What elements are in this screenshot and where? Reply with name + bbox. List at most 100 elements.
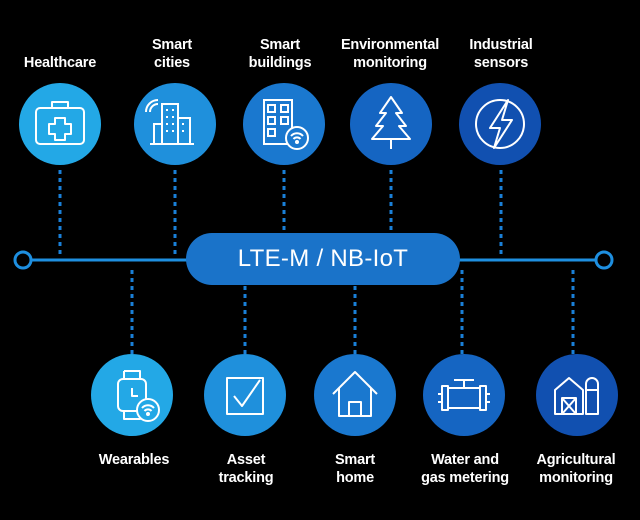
connector-dot (389, 178, 393, 182)
connector-dot (282, 210, 286, 214)
connector-dot (460, 286, 464, 290)
node-circle (350, 83, 432, 165)
label-agricultural-monitoring: Agricultural monitoring (516, 451, 636, 487)
connector-dot (282, 226, 286, 230)
connector-dot (571, 342, 575, 346)
label-line: gas metering (421, 470, 509, 486)
connector-dot (499, 178, 503, 182)
connector-dot (499, 186, 503, 190)
connector-dot (499, 242, 503, 246)
connector-dot (173, 202, 177, 206)
label-line: Smart (151, 37, 193, 53)
first-aid-kit-icon (35, 101, 85, 145)
label-line: Smart (259, 37, 301, 53)
connector-dot (499, 250, 503, 254)
node-smart-home (314, 354, 396, 436)
label-line: monitoring (539, 470, 613, 486)
connector-dot (460, 318, 464, 322)
label-asset-tracking: Asset tracking (186, 451, 306, 487)
connector-dot (130, 310, 134, 314)
right-endpoint (594, 250, 614, 270)
label-line: buildings (248, 55, 312, 71)
connector-dot (353, 334, 357, 338)
label-line: Wearables (98, 452, 170, 468)
house-icon (332, 371, 378, 417)
connector-dot (460, 334, 464, 338)
connector-dot (353, 310, 357, 314)
label-line: Asset (226, 452, 266, 468)
connector-dot (130, 294, 134, 298)
connector-dot (460, 270, 464, 274)
connector-dot (58, 218, 62, 222)
node-healthcare (19, 83, 101, 165)
label-line: home (336, 470, 374, 486)
connector-dot (243, 342, 247, 346)
hub-pill (186, 233, 460, 285)
node-circle (423, 354, 505, 436)
connector-dot (173, 234, 177, 238)
connector-dot (130, 326, 134, 330)
label-water-gas-metering: Water and gas metering (405, 451, 525, 487)
node-wearables (91, 354, 173, 436)
connector-dot (571, 286, 575, 290)
connector-dot (58, 194, 62, 198)
smartwatch-wifi-icon (117, 370, 160, 422)
connector-dot (353, 318, 357, 322)
connector-dot (173, 178, 177, 182)
connector-dot (130, 286, 134, 290)
node-water-gas-metering (423, 354, 505, 436)
connector-dot (389, 186, 393, 190)
connector-dot (389, 170, 393, 174)
label-environmental-monitoring: Environmental monitoring (330, 36, 450, 72)
connector-dot (571, 270, 575, 274)
label-line: Water and (431, 452, 499, 468)
node-circle (134, 83, 216, 165)
connector-dot (58, 242, 62, 246)
connector-dot (389, 210, 393, 214)
connector-dot (571, 278, 575, 282)
connector-dot (460, 326, 464, 330)
connector-dot (130, 270, 134, 274)
connector-dot (571, 294, 575, 298)
connector-dot (460, 302, 464, 306)
connector-dot (282, 178, 286, 182)
connector-dot (58, 250, 62, 254)
connector-dot (571, 302, 575, 306)
connector-dot (353, 350, 357, 354)
connector-dot (130, 334, 134, 338)
label-healthcare: Healthcare (0, 54, 120, 72)
node-circle (459, 83, 541, 165)
node-circle (536, 354, 618, 436)
connector-dot (353, 294, 357, 298)
connector-dot (282, 186, 286, 190)
connector-dot (389, 194, 393, 198)
connector-dot (58, 202, 62, 206)
connector-dot (282, 194, 286, 198)
label-smart-buildings: Smart buildings (220, 36, 340, 72)
connector-dot (389, 218, 393, 222)
connector-dot (353, 286, 357, 290)
connector-dot (571, 334, 575, 338)
building-wifi-icon (263, 99, 309, 150)
connector-dot (460, 350, 464, 354)
connector-dot (130, 350, 134, 354)
connector-dot (243, 350, 247, 354)
connector-dot (243, 294, 247, 298)
label-line: tracking (218, 470, 274, 486)
connector-dot (173, 170, 177, 174)
node-smart-cities (134, 83, 216, 165)
connector-dot (460, 310, 464, 314)
connector-dot (243, 326, 247, 330)
connector-dot (130, 318, 134, 322)
connector-dot (243, 318, 247, 322)
connector-dot (571, 326, 575, 330)
connector-dot (571, 318, 575, 322)
label-line: cities (154, 55, 190, 71)
connector-dot (353, 302, 357, 306)
connector-dot (58, 178, 62, 182)
node-circle (19, 83, 101, 165)
connector-dot (130, 302, 134, 306)
label-line: Agricultural (536, 452, 616, 468)
node-agricultural-monitoring (536, 354, 618, 436)
label-line: sensors (473, 55, 529, 71)
